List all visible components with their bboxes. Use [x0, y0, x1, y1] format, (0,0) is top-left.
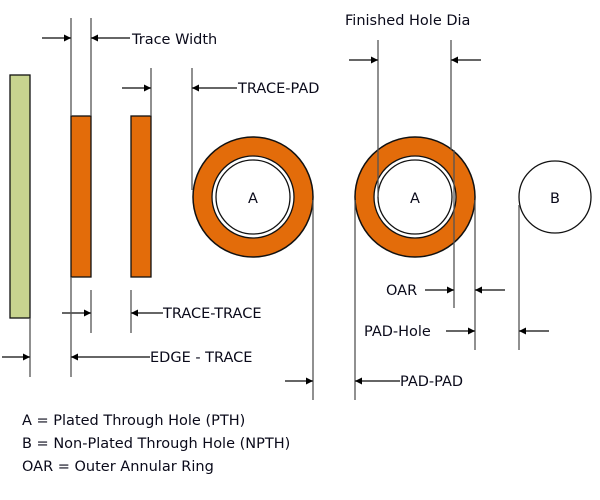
- edge-trace-dimension: [2, 277, 150, 377]
- pad-hole-dimension: [446, 205, 549, 350]
- trace-1: [70, 115, 92, 278]
- pad-hole-label: PAD-Hole: [364, 324, 431, 340]
- trace-width-label: Trace Width: [131, 32, 217, 48]
- pad-pad-dimension: [285, 200, 400, 400]
- board-edge: [9, 74, 31, 319]
- edge-trace-label: EDGE - TRACE: [150, 350, 252, 366]
- plated-pad-1: [192, 136, 314, 258]
- trace-pad-dimension: [122, 68, 237, 190]
- pad-pad-label: PAD-PAD: [400, 374, 463, 390]
- plated-pad-2: [354, 136, 476, 258]
- trace-2: [130, 115, 152, 278]
- hole-b-label: B: [550, 191, 560, 207]
- trace-trace-dimension: [62, 290, 163, 333]
- legend-item: OAR = Outer Annular Ring: [22, 459, 214, 475]
- trace-pad-label: TRACE-PAD: [237, 81, 319, 97]
- trace-trace-label: TRACE-TRACE: [162, 306, 262, 322]
- non-plated-hole: [518, 160, 592, 234]
- hole-a2-label: A: [410, 191, 420, 207]
- legend: A = Plated Through Hole (PTH) B = Non-Pl…: [22, 413, 290, 475]
- finished-hole-dia-label: Finished Hole Dia: [345, 13, 470, 29]
- oar-label: OAR: [386, 283, 417, 299]
- hole-a1-label: A: [248, 191, 258, 207]
- trace-width-dimension: [42, 18, 130, 116]
- finished-hole-dimension: [349, 40, 481, 308]
- oar-dimension: [425, 200, 505, 350]
- legend-item: A = Plated Through Hole (PTH): [22, 413, 245, 429]
- legend-item: B = Non-Plated Through Hole (NPTH): [22, 436, 290, 452]
